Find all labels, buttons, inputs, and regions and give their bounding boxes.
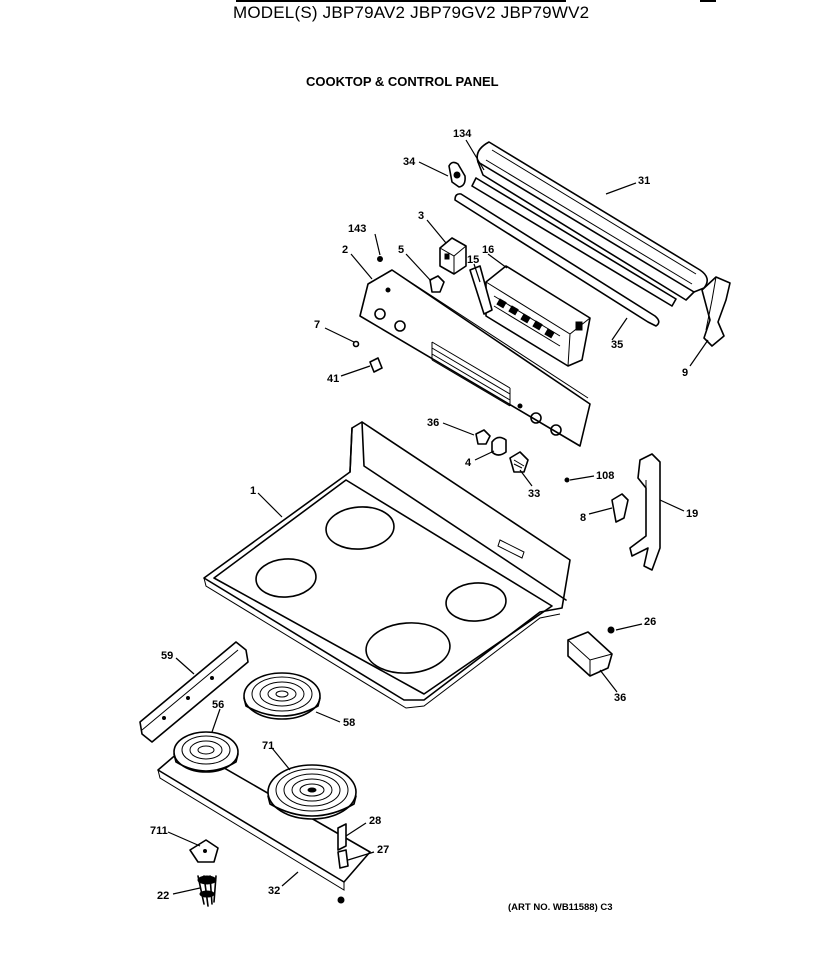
- part-143-screw[interactable]: [377, 256, 383, 262]
- callout-labels: 134 34 31 3 143 16 15 2 5 7 35 9 41 36 4…: [150, 128, 698, 902]
- callout-41: 41: [327, 373, 339, 385]
- callout-56: 56: [212, 699, 224, 711]
- callout-28: 28: [369, 815, 381, 827]
- callout-3: 3: [418, 210, 424, 222]
- callout-2: 2: [342, 244, 348, 256]
- callout-59: 59: [161, 650, 173, 662]
- callout-16: 16: [482, 244, 494, 256]
- part-35-rod[interactable]: [454, 193, 660, 327]
- callout-108: 108: [596, 470, 614, 482]
- part-22-wiring-harness[interactable]: [197, 875, 217, 907]
- part-36-knob-upper[interactable]: [475, 429, 491, 445]
- callout-31: 31: [638, 175, 650, 187]
- callout-143: 143: [348, 223, 366, 235]
- part-33-knob[interactable]: [509, 451, 529, 473]
- callout-27: 27: [377, 844, 389, 856]
- callout-71: 71: [262, 740, 274, 752]
- callout-711: 711: [150, 825, 168, 837]
- part-16-control-board[interactable]: [485, 265, 591, 367]
- part-2-control-panel[interactable]: [359, 269, 591, 447]
- part-28-terminal[interactable]: [337, 823, 347, 851]
- leader-lines: [167, 139, 709, 895]
- callout-19: 19: [686, 508, 698, 520]
- callout-8: 8: [580, 512, 586, 524]
- callout-9: 9: [682, 367, 688, 379]
- part-31-backguard-trim[interactable]: [476, 141, 708, 301]
- top-rule-right: [700, 0, 716, 2]
- part-71-surface-element[interactable]: [267, 764, 357, 820]
- callout-36-upper: 36: [427, 417, 439, 429]
- part-19-side-bracket[interactable]: [629, 453, 661, 571]
- part-1-cooktop[interactable]: [203, 421, 571, 709]
- callout-1: 1: [250, 485, 256, 497]
- callout-4: 4: [465, 457, 472, 469]
- model-title: MODEL(S) JBP79AV2 JBP79GV2 JBP79WV2: [233, 3, 590, 22]
- part-41-connector[interactable]: [369, 357, 383, 373]
- callout-15: 15: [467, 254, 479, 266]
- part-8-bracket[interactable]: [611, 493, 629, 523]
- callout-26: 26: [644, 616, 656, 628]
- part-15-bracket[interactable]: [469, 265, 493, 315]
- part-134-strip[interactable]: [471, 177, 677, 307]
- callout-22: 22: [157, 890, 169, 902]
- callout-5: 5: [398, 244, 404, 256]
- part-58-surface-element[interactable]: [243, 672, 321, 720]
- callout-34: 34: [403, 156, 416, 168]
- top-rule-left: [236, 0, 566, 2]
- callout-36-lower: 36: [614, 692, 626, 704]
- part-36-block-lower[interactable]: [567, 631, 613, 677]
- part-59-rail[interactable]: [139, 641, 249, 743]
- callout-35: 35: [611, 339, 623, 351]
- part-7-screw[interactable]: [352, 340, 360, 348]
- section-title: COOKTOP & CONTROL PANEL: [306, 74, 499, 89]
- callout-33: 33: [528, 488, 540, 500]
- part-56-surface-element[interactable]: [173, 731, 239, 773]
- callout-32: 32: [268, 885, 280, 897]
- part-5-knob[interactable]: [429, 275, 445, 293]
- part-26-nut[interactable]: [607, 626, 615, 634]
- callout-58: 58: [343, 717, 355, 729]
- part-3-switch[interactable]: [439, 237, 467, 275]
- art-number: (ART NO. WB11588) C3: [508, 902, 613, 913]
- part-108-screw[interactable]: [564, 477, 570, 483]
- callout-134: 134: [453, 128, 472, 140]
- part-34-clip[interactable]: [448, 161, 466, 188]
- part-27-screw[interactable]: [337, 849, 349, 904]
- part-4-knob[interactable]: [491, 436, 507, 456]
- callout-7: 7: [314, 319, 320, 331]
- part-9-end-cap[interactable]: [701, 276, 731, 347]
- part-711-bracket[interactable]: [189, 839, 219, 863]
